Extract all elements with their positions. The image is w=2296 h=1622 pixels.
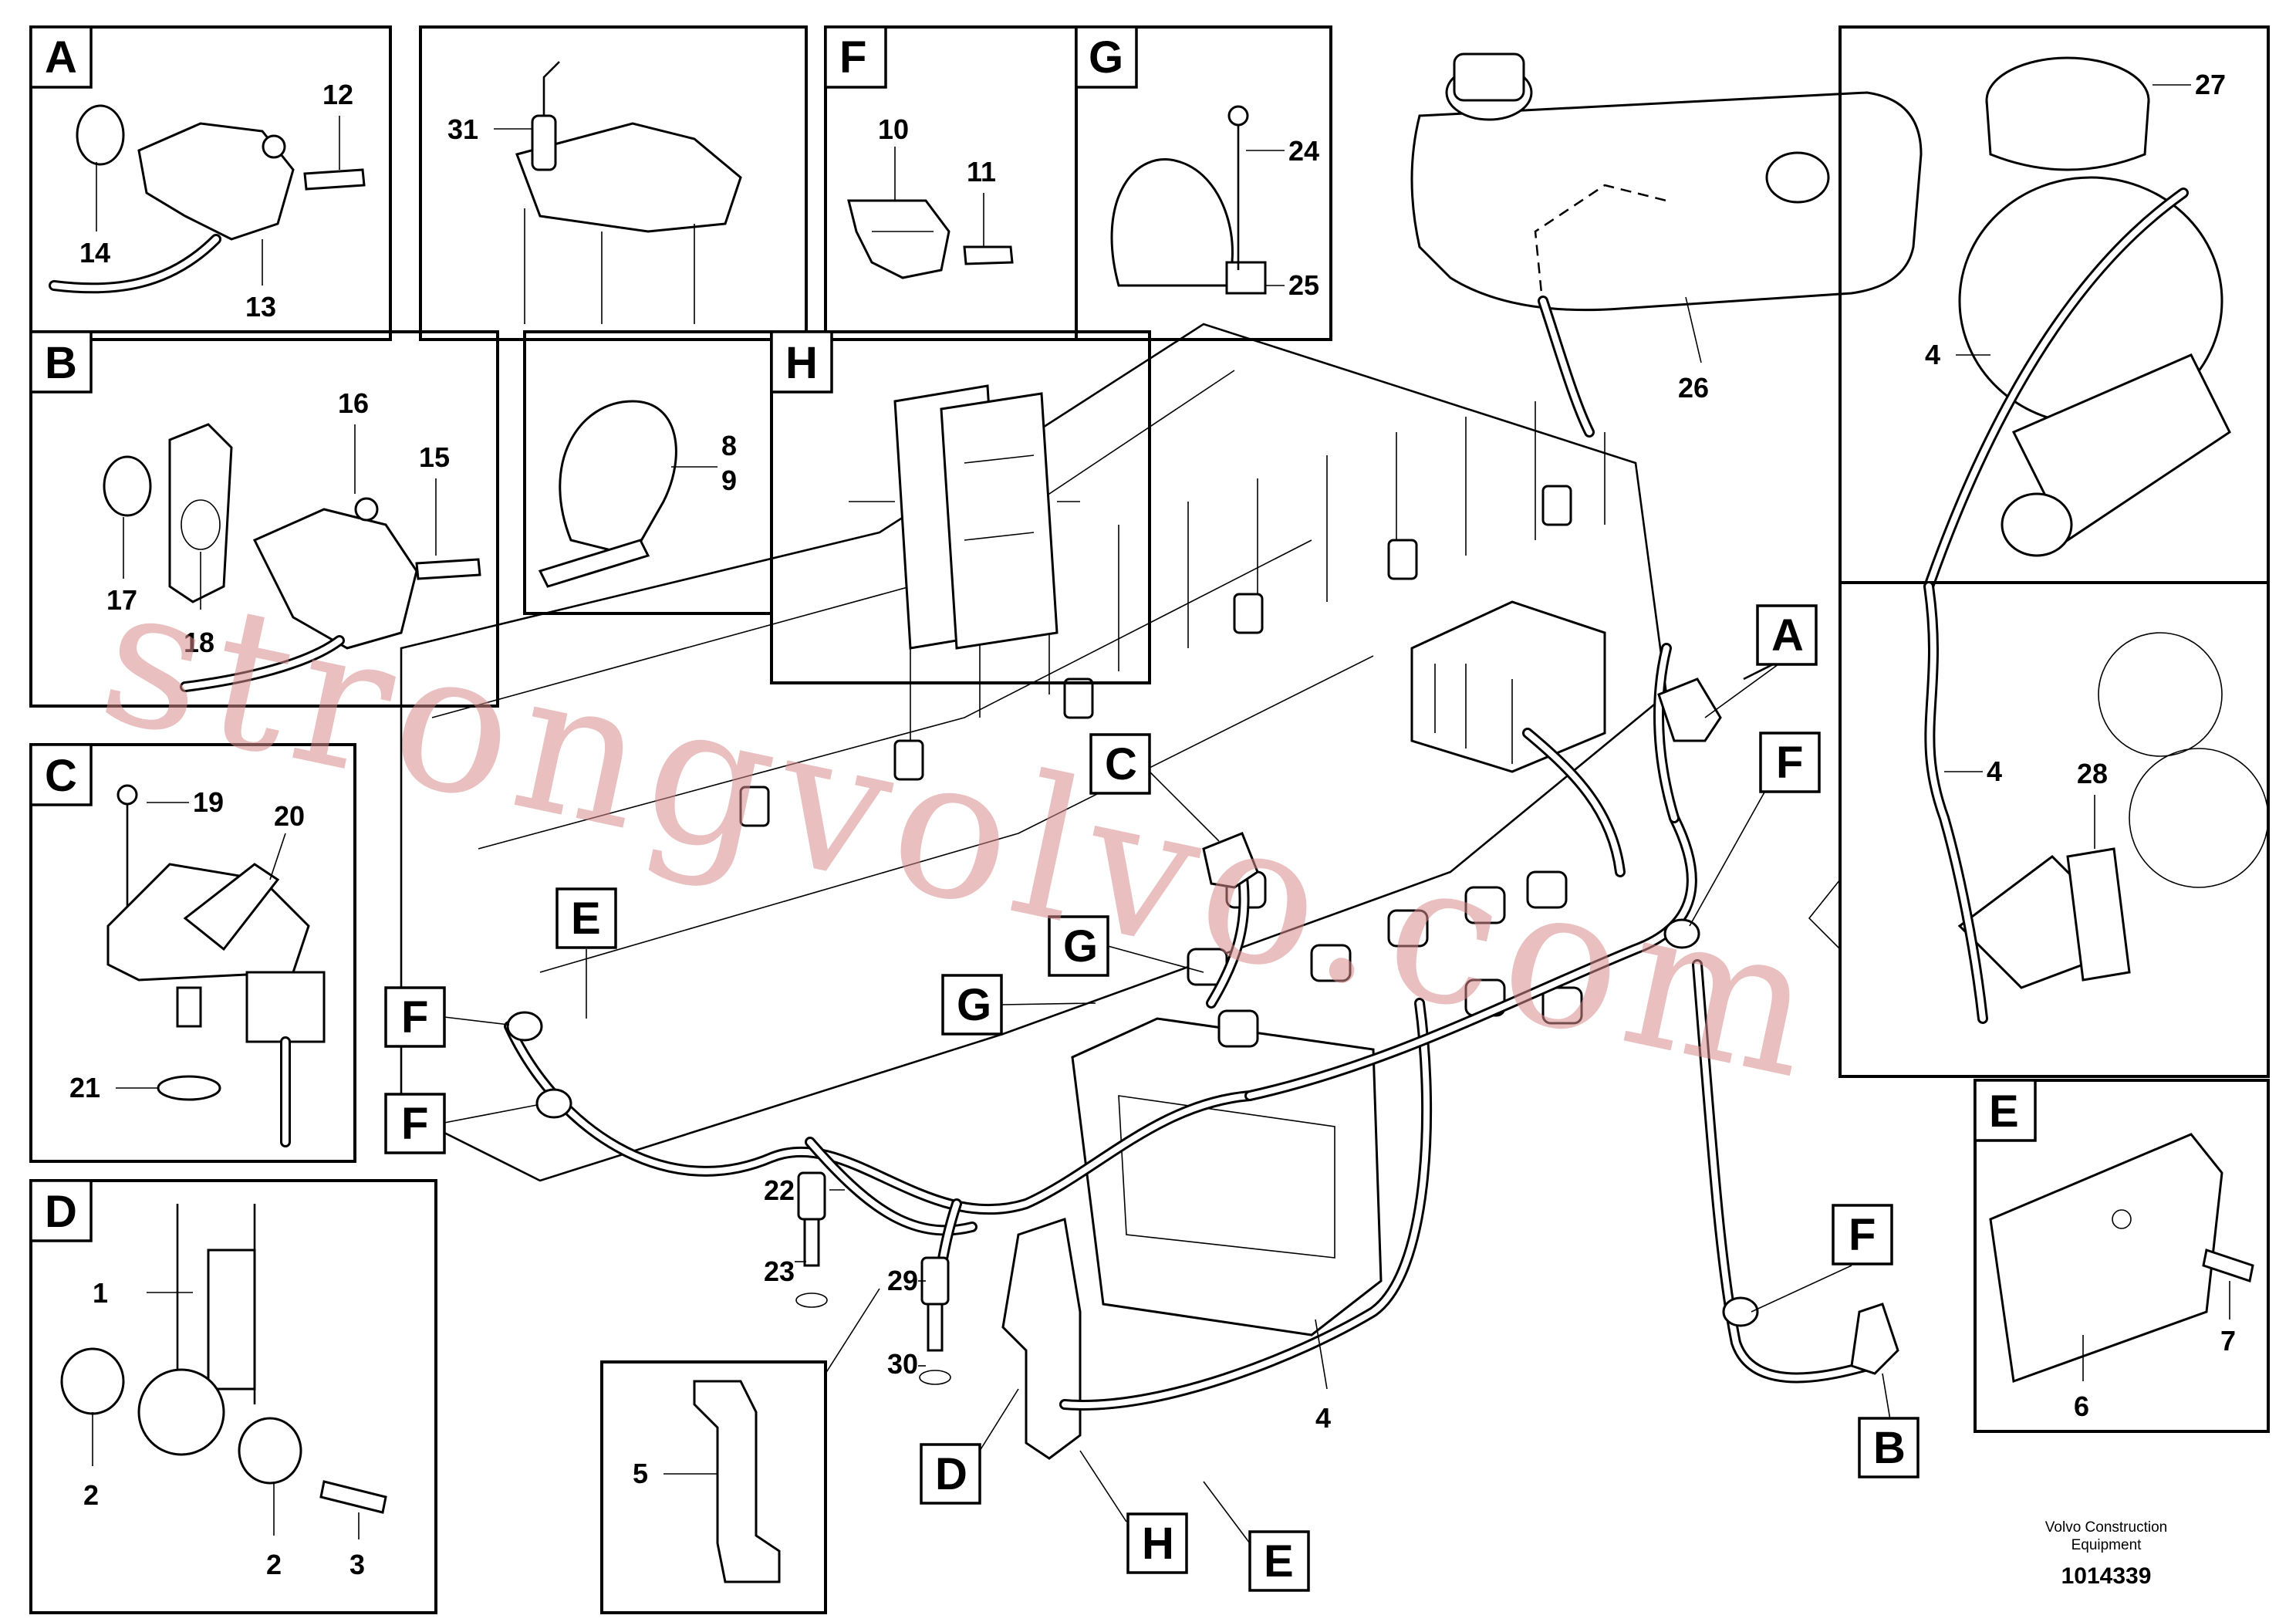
panel-e-label-7: 7: [2220, 1325, 2236, 1357]
panel-a-letter: A: [45, 32, 77, 83]
panel-b-label-18: 18: [184, 627, 214, 658]
panel-c-label-20: 20: [274, 800, 305, 832]
panel-a-label-13: 13: [245, 291, 276, 323]
panel-a: A 12 14 13: [29, 25, 392, 341]
panel-f-letter: F: [839, 32, 866, 83]
panel-b-label-15: 15: [419, 441, 450, 473]
callout-g-lower: G: [957, 980, 991, 1030]
callout-f-right-lower: F: [1849, 1210, 1876, 1260]
panel-c-letter: C: [45, 751, 77, 801]
panel-air-intake-label-4: 4: [1925, 339, 1940, 370]
callout-c: C: [1105, 739, 1137, 789]
callout-f-right: F: [1776, 738, 1803, 788]
panel-d-label-2b: 2: [266, 1549, 282, 1580]
callout-h: H: [1142, 1519, 1174, 1569]
callout-a: A: [1771, 610, 1804, 661]
panel-bracket: 5: [600, 1288, 880, 1614]
main-labels: 26 22 23 29 30 4: [764, 296, 1709, 1434]
panel-d-label-1: 1: [93, 1277, 108, 1309]
panel-cable-tie-label-8: 8: [721, 430, 737, 461]
panel-air-intake-label-27: 27: [2195, 69, 2226, 100]
panel-cable-tie-label-9: 9: [721, 465, 737, 496]
panel-pressure-sensor-label-28: 28: [2077, 758, 2108, 789]
panel-a-label-12: 12: [322, 79, 353, 110]
credit-line-1: Volvo Construction: [2045, 1519, 2167, 1536]
panel-h-letter: H: [785, 338, 818, 388]
panel-d-label-3: 3: [349, 1549, 365, 1580]
callout-e-upper: E: [571, 894, 601, 944]
label-coolant-tank: 26: [1678, 372, 1709, 404]
panel-c: C 19 20 21: [29, 743, 356, 1163]
panel-f-label-10: 10: [878, 113, 909, 145]
callout-b: B: [1873, 1423, 1906, 1473]
callout-f-left-lower: F: [401, 1099, 428, 1149]
panel-g: G 24 25: [1075, 25, 1332, 341]
panel-d-letter: D: [45, 1187, 77, 1237]
panel-g-label-25: 25: [1288, 269, 1319, 301]
panel-fuel-filter: 31: [419, 25, 808, 341]
label-washer-23: 23: [764, 1255, 795, 1287]
document-number: 1014339: [2061, 1563, 2152, 1589]
callout-d: D: [935, 1449, 967, 1499]
panel-pressure-sensor: 4 28: [1808, 581, 2270, 1078]
panel-e: E 7 6: [1974, 1079, 2270, 1433]
panel-fuel-filter-label-31: 31: [447, 113, 478, 145]
callout-e-lower: E: [1264, 1536, 1294, 1587]
panel-c-label-21: 21: [69, 1072, 100, 1103]
panel-e-label-6: 6: [2074, 1391, 2089, 1422]
panel-g-label-24: 24: [1288, 135, 1319, 167]
panel-f-label-11: 11: [967, 156, 996, 188]
footer: Volvo Construction Equipment 1014339: [2045, 1519, 2167, 1589]
callout-f-left-upper: F: [401, 992, 428, 1042]
panel-b: B 16 15 17 18: [29, 330, 499, 708]
panel-g-letter: G: [1089, 32, 1123, 83]
panel-air-intake: 27 4: [1838, 25, 2270, 592]
credit-line-2: Equipment: [2071, 1537, 2142, 1553]
panel-b-letter: B: [45, 338, 77, 388]
panel-f: F 10 11: [824, 25, 1078, 341]
engine-assembly: [400, 52, 1923, 1460]
panel-d-label-2a: 2: [83, 1479, 99, 1511]
panel-a-label-14: 14: [79, 237, 110, 269]
panel-d: D 1 2 2 3: [29, 1179, 437, 1614]
panel-c-label-19: 19: [193, 786, 224, 818]
panel-pressure-sensor-label-4: 4: [1987, 755, 2002, 787]
label-sensor-29: 29: [887, 1265, 918, 1296]
label-harness-4: 4: [1315, 1402, 1331, 1434]
panel-e-letter: E: [1989, 1086, 2019, 1137]
panel-b-label-16: 16: [338, 387, 369, 419]
label-sensor-22: 22: [764, 1174, 795, 1206]
panel-b-label-17: 17: [106, 584, 137, 616]
callout-g-upper: G: [1063, 921, 1098, 972]
panel-cable-tie: 8 9: [523, 330, 773, 615]
panel-bracket-label-5: 5: [633, 1458, 648, 1489]
callouts: A C E G G F F F F D: [384, 604, 1920, 1592]
label-washer-30: 30: [887, 1348, 918, 1380]
panel-h: H: [770, 330, 1151, 684]
